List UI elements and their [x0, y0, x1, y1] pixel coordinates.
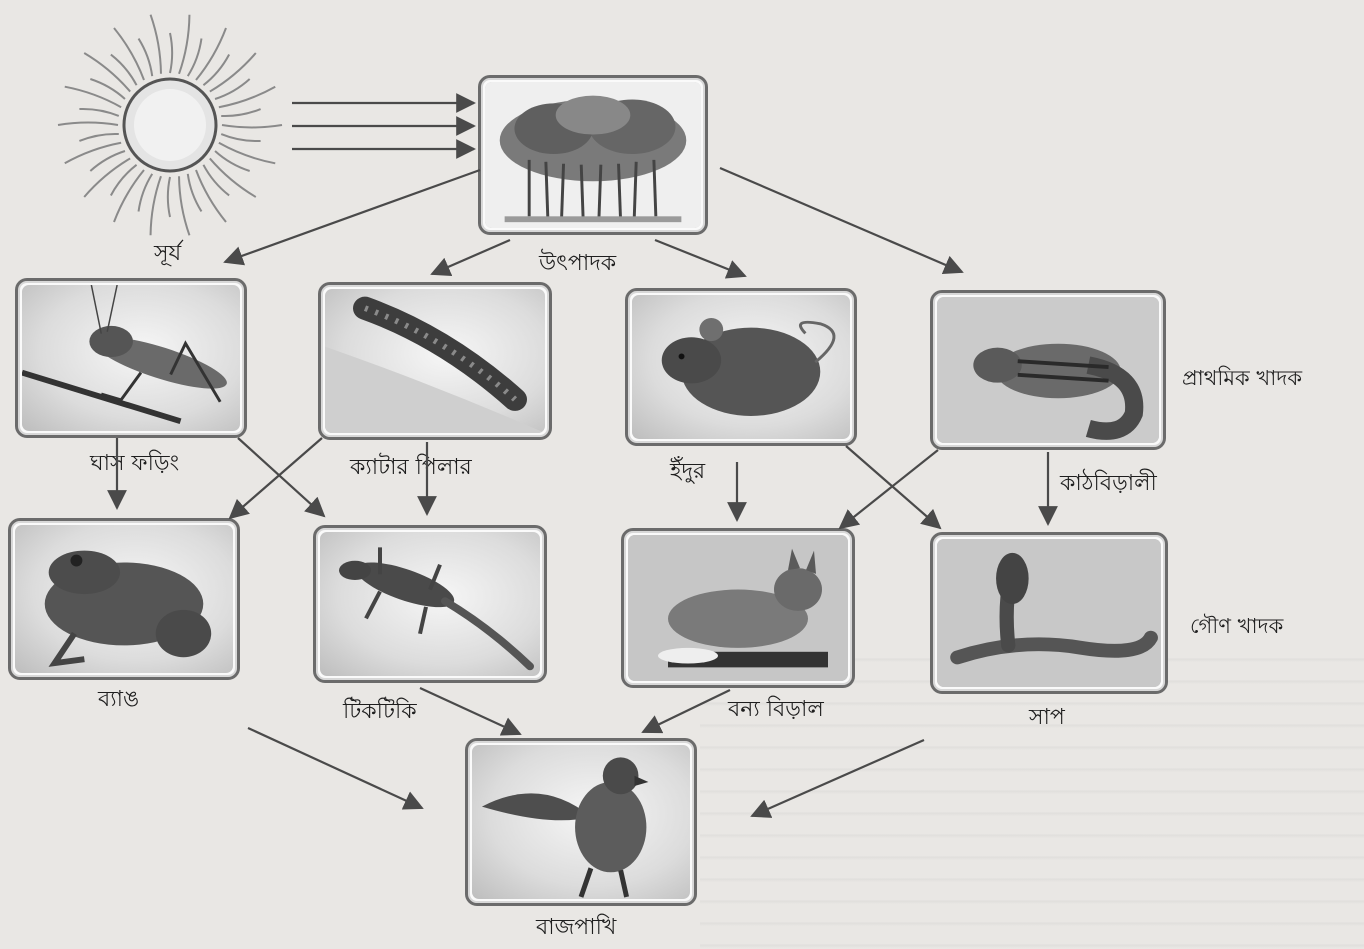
- arrow-wildcat-to-hawk: [643, 690, 730, 732]
- arrow-squirrel-to-wildcat: [840, 450, 938, 528]
- arrow-producer-to-mouse: [655, 240, 745, 276]
- arrow-caterpillar-to-frog: [230, 438, 322, 518]
- arrow-lizard-to-hawk: [420, 688, 520, 734]
- arrow-grasshopper-to-lizard: [238, 438, 324, 516]
- arrow-producer-to-caterpillar: [432, 240, 510, 274]
- arrow-frog-to-hawk: [248, 728, 422, 808]
- arrow-snake-to-hawk: [752, 740, 924, 816]
- arrow-producer-to-grasshopper: [225, 170, 480, 262]
- arrow-producer-to-squirrel: [720, 168, 962, 272]
